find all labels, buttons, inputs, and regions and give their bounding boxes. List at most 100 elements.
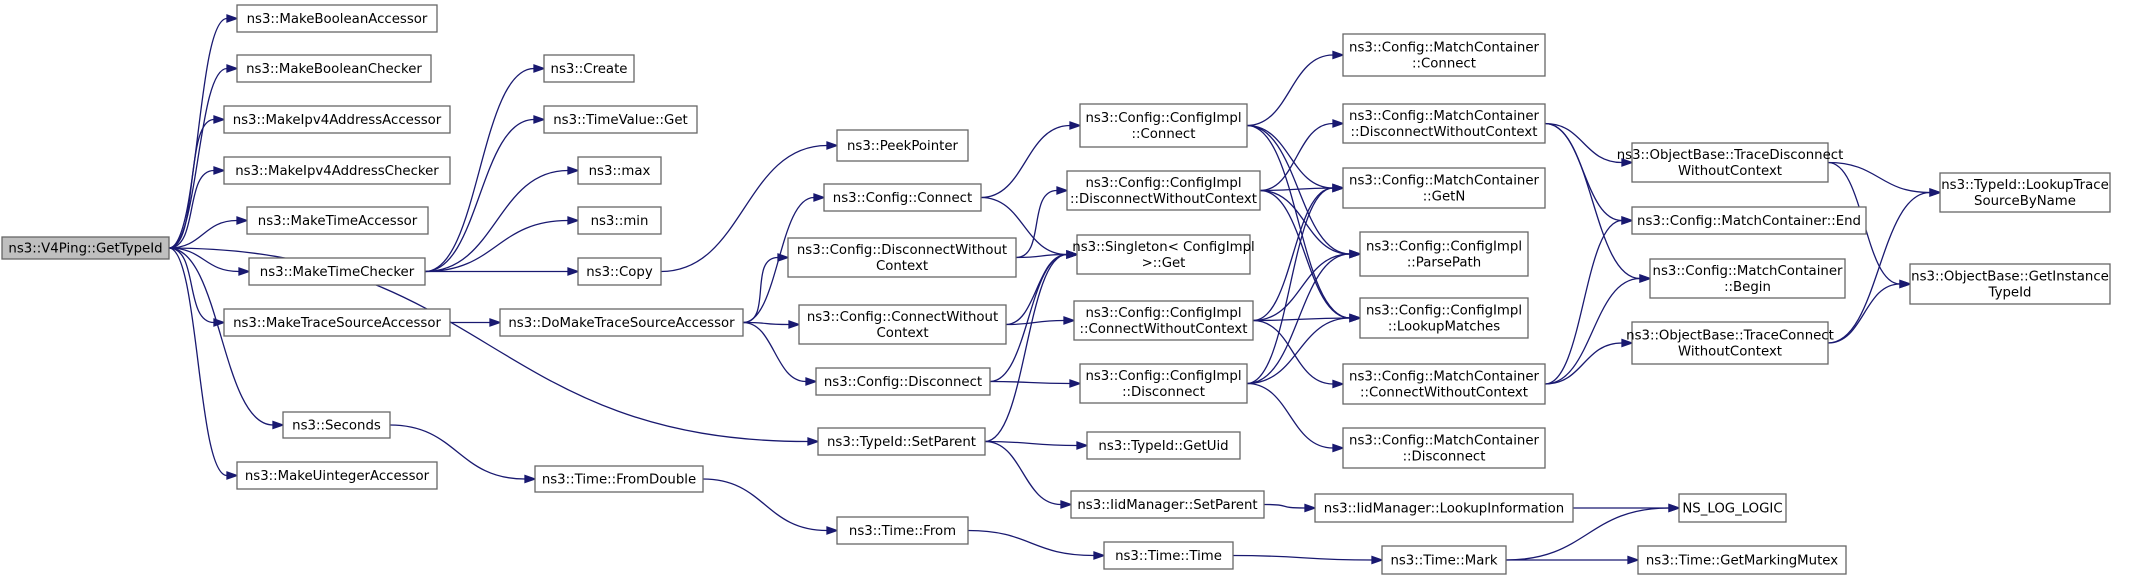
node-label: ns3::V4Ping::GetTypeId [8,242,162,257]
edge-n28-n35 [1246,249,1362,385]
graph-node[interactable]: ns3::Singleton< ConfigImpl >::Get [1072,234,1255,275]
graph-node[interactable]: NS_LOG_LOGIC [1678,493,1787,523]
edge-n0-n3 [168,115,226,249]
graph-node[interactable]: ns3::max [577,156,662,185]
graph-node[interactable]: ns3::Config::DisconnectWithoutContext [787,237,1017,278]
node-box [1939,172,2111,213]
edge-n22-n26 [984,250,1079,443]
graph-node[interactable]: ns3::Time::GetMarkingMutex [1637,545,1847,575]
graph-node[interactable]: ns3::Config::Disconnect [815,367,991,396]
graph-node[interactable]: ns3::Seconds [282,411,391,439]
graph-node[interactable]: ns3::IidManager::SetParent [1070,490,1265,519]
node-label: ns3::ObjectBase::GetInstance [1911,270,2109,285]
graph-node[interactable]: ns3::PeekPointer [836,129,969,162]
edge-n28-n36 [1246,313,1362,385]
node-label: ::Begin [1724,280,1771,295]
node-box [1909,263,2111,305]
node-label: ns3::Singleton< ConfigImpl [1072,240,1254,255]
node-label: ns3::TypeId::LookupTrace [1941,178,2109,193]
graph-node[interactable]: ns3::Create [543,54,635,83]
edge-n44-n47 [1827,188,1942,344]
node-label: ns3::TimeValue::Get [553,113,688,128]
edge-line [742,256,779,324]
graph-node[interactable]: ns3::Config::ConfigImpl::Disconnect [1079,363,1248,404]
edge-line [1263,503,1306,509]
arrowhead-icon [788,320,801,329]
node-box [1066,170,1261,211]
graph-node[interactable]: ns3::Config::MatchContainer::Connect [1342,33,1546,77]
graph-node[interactable]: ns3::Copy [577,257,662,286]
graph-node[interactable]: ns3::Time::FromDouble [534,465,704,493]
graph-node[interactable]: ns3::TypeId::GetUid [1086,431,1241,460]
arrowhead-icon [1627,555,1640,565]
edge-line [168,247,274,426]
graph-node[interactable]: ns3::Time::Mark [1381,545,1507,575]
edge-line [984,440,1062,506]
graph-node[interactable]: ns3::Config::ConfigImpl::Connect [1079,103,1248,148]
graph-node[interactable]: ns3::MakeIpv4AddressChecker [223,156,451,185]
graph-node[interactable]: ns3::MakeBooleanAccessor [236,4,438,33]
node-label: ns3::Time::GetMarkingMutex [1646,554,1838,569]
graph-node[interactable]: ns3::Config::MatchContainer::Disconnect [1342,427,1546,469]
graph-node[interactable]: ns3::IidManager::LookupInformation [1314,493,1574,523]
graph-node[interactable]: ns3::DoMakeTraceSourceAccessor [499,308,744,337]
node-label: Context [876,259,928,274]
node-label: ns3::Config::MatchContainer [1349,434,1539,449]
edge-n6-n10 [424,64,546,273]
graph-node[interactable]: ns3::MakeTimeAccessor [246,206,429,235]
edge-n14-n17 [660,141,839,273]
graph-node[interactable]: ns3::Config::MatchContainer::Begin [1649,258,1846,299]
graph-node[interactable]: ns3::Config::MatchContainer::ConnectWith… [1342,363,1546,405]
edge-n23-n31 [967,529,1106,560]
node-label: ns3::Config::MatchContainer [1653,264,1843,279]
graph-node[interactable]: ns3::Time::From [836,516,969,545]
node-label: ns3::DoMakeTraceSourceAccessor [508,316,735,331]
graph-node[interactable]: ns3::MakeTraceSourceAccessor [223,308,451,337]
graph-node[interactable]: ns3::TimeValue::Get [543,105,698,134]
edge-line [1246,54,1334,127]
node-label: ns3::Create [551,62,628,77]
node-box [223,156,451,185]
edge-line [168,219,238,249]
graph-node[interactable]: ns3::Time::Time [1103,541,1234,570]
graph-node[interactable]: ns3::Config::MatchContainer::GetN [1342,167,1546,209]
graph-node[interactable]: ns3::Config::Connect [823,183,982,212]
arrowhead-icon [1066,250,1079,259]
arrowhead-icon [777,253,790,262]
graph-node[interactable]: ns3::TypeId::SetParent [817,427,986,456]
graph-node[interactable]: ns3::ObjectBase::TraceDisconnectWithoutC… [1617,142,1844,183]
graph-node[interactable]: ns3::Config::ConnectWithoutContext [798,304,1007,345]
arrowhead-icon [1621,216,1634,225]
node-label: ns3::Config::MatchContainer [1349,109,1539,124]
graph-node[interactable]: ns3::min [577,206,662,235]
edge-line [989,380,1071,385]
node-label: ns3::Config::MatchContainer [1349,41,1539,56]
edge-n0-n1 [168,14,239,249]
graph-node[interactable]: ns3::Config::ConfigImpl::LookupMatches [1359,297,1529,339]
root-node[interactable]: ns3::V4Ping::GetTypeId [1,236,170,260]
node-label: ::LookupMatches [1388,320,1500,335]
edge-line [168,17,228,249]
node-label: ns3::Config::ConnectWithout [807,310,998,325]
graph-node[interactable]: ns3::ObjectBase::TraceConnectWithoutCont… [1626,321,1834,365]
graph-node[interactable]: ns3::Config::ConfigImpl::DisconnectWitho… [1066,170,1261,211]
edge-line [1252,187,1334,322]
graph-node[interactable]: ns3::Config::MatchContainer::End [1631,206,1867,235]
graph-node[interactable]: ns3::Config::ConfigImpl::ConnectWithoutC… [1073,300,1254,341]
graph-node[interactable]: ns3::Config::ConfigImpl::ParsePath [1359,231,1529,277]
graph-node[interactable]: ns3::Config::MatchContainer::DisconnectW… [1342,103,1546,144]
edge-line [1252,317,1351,322]
node-label: ::Disconnect [1122,385,1205,400]
edge-n25-n33 [1259,119,1345,192]
arrowhead-icon [1332,119,1345,128]
edge-line [1232,554,1373,561]
node-box [1314,493,1574,523]
edge-n28-n38 [1246,382,1345,453]
graph-node[interactable]: ns3::MakeUintegerAccessor [236,461,438,490]
node-label: ns3::Time::Mark [1390,554,1497,569]
graph-node[interactable]: ns3::MakeTimeChecker [248,257,426,286]
graph-node[interactable]: ns3::MakeIpv4AddressAccessor [223,105,451,134]
graph-node[interactable]: ns3::MakeBooleanChecker [236,54,432,83]
